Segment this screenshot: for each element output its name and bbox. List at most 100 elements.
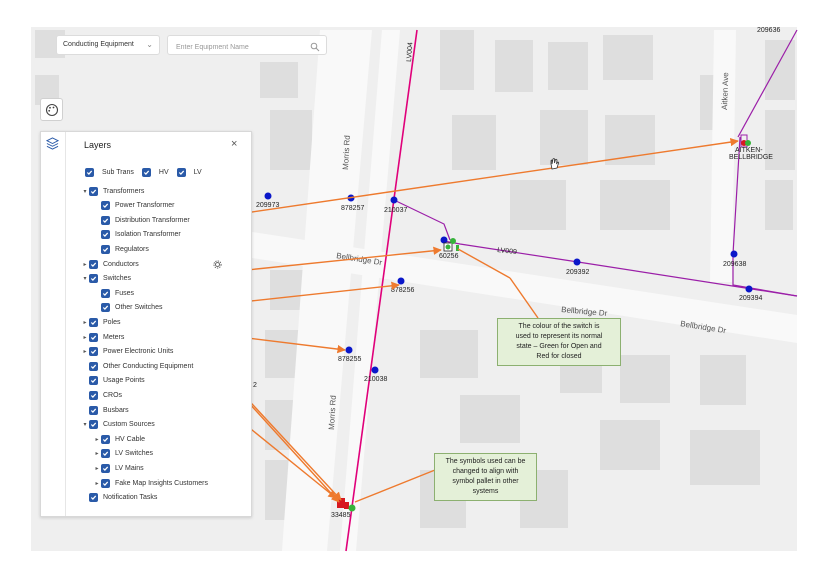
- quick-toggle-hv[interactable]: HV: [141, 168, 169, 177]
- street-label-morris-south: Morris Rd: [327, 395, 338, 430]
- checkbox[interactable]: [141, 168, 151, 177]
- checkbox[interactable]: [101, 244, 110, 254]
- switch-symbol-60256[interactable]: [443, 238, 459, 252]
- layer-item-poles[interactable]: ▸Poles: [81, 315, 121, 329]
- leader-symbols-note: [354, 469, 436, 503]
- leader-switch-note: [509, 277, 539, 319]
- checkbox[interactable]: [89, 274, 98, 284]
- switch-symbol-33485[interactable]: [337, 498, 356, 512]
- chevron-right-icon[interactable]: ▸: [95, 480, 99, 487]
- chevron-right-icon[interactable]: ▸: [95, 451, 99, 458]
- layer-item-label: Fuses: [115, 289, 135, 297]
- checkbox[interactable]: [89, 259, 98, 269]
- checkbox[interactable]: [101, 463, 110, 473]
- checkbox[interactable]: [101, 434, 110, 444]
- node-210038[interactable]: [371, 366, 379, 374]
- layer-item-label: Fake Map Insights Customers: [115, 479, 208, 487]
- chevron-right-icon[interactable]: ▸: [83, 334, 87, 341]
- node-209392[interactable]: [573, 258, 581, 266]
- layer-item-lv-switches[interactable]: ▸LV Switches: [93, 447, 153, 461]
- equipment-search-input[interactable]: [168, 39, 314, 56]
- checkbox[interactable]: [176, 168, 186, 177]
- node-label-partial: 2: [253, 382, 257, 389]
- chevron-down-icon: ⌄: [146, 40, 153, 49]
- chevron-right-icon[interactable]: ▸: [95, 465, 99, 472]
- checkbox[interactable]: [89, 390, 98, 400]
- checkbox[interactable]: [89, 347, 98, 357]
- layer-item-other-conducting-equipment[interactable]: Other Conducting Equipment: [81, 359, 193, 373]
- layer-item-notification-tasks[interactable]: Notification Tasks: [81, 491, 157, 505]
- checkbox[interactable]: [101, 215, 110, 225]
- layer-item-power-electronic-units[interactable]: ▸Power Electronic Units: [81, 345, 173, 359]
- close-icon[interactable]: ×: [231, 138, 238, 150]
- layer-item-hv-cable[interactable]: ▸ HV Cable: [93, 432, 145, 446]
- checkbox[interactable]: [89, 376, 98, 386]
- gear-icon[interactable]: [213, 260, 222, 269]
- street-label-bellbridge-mid: Bellbridge Dr: [561, 305, 608, 318]
- node-878256[interactable]: [397, 277, 405, 285]
- equipment-search[interactable]: [167, 35, 327, 57]
- chevron-down-icon[interactable]: ▾: [83, 422, 87, 429]
- checkbox[interactable]: [89, 317, 98, 327]
- layer-item-conductors[interactable]: ▸ Conductors: [81, 257, 139, 271]
- layer-item-isolation-transformer[interactable]: Isolation Transformer: [93, 228, 181, 242]
- node-210037[interactable]: [390, 196, 398, 204]
- layer-item-other-switches[interactable]: Other Switches: [93, 301, 162, 315]
- checkbox[interactable]: [89, 361, 98, 371]
- lv-line-branch[interactable]: [393, 199, 451, 241]
- chevron-right-icon[interactable]: ▸: [83, 261, 87, 268]
- checkbox[interactable]: [89, 186, 98, 196]
- layer-item-meters[interactable]: ▸Meters: [81, 330, 124, 344]
- chevron-right-icon[interactable]: ▸: [95, 436, 99, 443]
- layer-item-power-transformer[interactable]: Power Transformer: [93, 199, 175, 213]
- checkbox[interactable]: [101, 449, 110, 459]
- checkbox[interactable]: [89, 420, 98, 430]
- layer-item-custom-sources[interactable]: ▾Custom Sources: [81, 418, 155, 432]
- palette-button[interactable]: [40, 98, 63, 121]
- equipment-type-value: Conducting Equipment: [63, 41, 134, 48]
- equipment-type-select[interactable]: Conducting Equipment ⌄: [56, 35, 160, 55]
- layer-item-label: Conductors: [103, 260, 139, 268]
- layer-item-switches[interactable]: ▾ Switches: [81, 272, 131, 286]
- quick-toggle-lv[interactable]: LV: [176, 168, 202, 177]
- quick-toggle-sub-trans[interactable]: Sub Trans: [85, 168, 134, 177]
- node-209638[interactable]: [730, 250, 738, 258]
- layer-item-label: Switches: [103, 275, 132, 283]
- node-60256-pole[interactable]: [440, 236, 448, 244]
- chevron-right-icon[interactable]: ▸: [83, 319, 87, 326]
- node-label-209392: 209392: [566, 269, 589, 276]
- layer-item-distribution-transformer[interactable]: Distribution Transformer: [93, 213, 190, 227]
- chevron-right-icon[interactable]: ▸: [83, 349, 87, 356]
- note-symbols-line-1: The symbols used can be: [445, 458, 526, 465]
- layer-item-fake-map-insights-customers[interactable]: ▸ Fake Map Insights Customers: [93, 476, 208, 490]
- node-209973[interactable]: [264, 192, 272, 200]
- node-209394[interactable]: [745, 285, 753, 293]
- checkbox[interactable]: [101, 288, 110, 298]
- node-878255[interactable]: [345, 346, 353, 354]
- layer-item-busbars[interactable]: Busbars: [81, 403, 129, 417]
- checkbox[interactable]: [89, 405, 98, 415]
- layer-item-transformers[interactable]: ▾Transformers: [81, 184, 144, 198]
- checkbox[interactable]: [89, 332, 98, 342]
- layer-item-cros[interactable]: CROs: [81, 388, 122, 402]
- checkbox[interactable]: [101, 478, 110, 488]
- checkbox[interactable]: [101, 303, 110, 313]
- layer-item-usage-points[interactable]: Usage Points: [81, 374, 145, 388]
- search-icon[interactable]: [310, 39, 320, 57]
- lv-line-aitken[interactable]: [732, 136, 798, 297]
- layer-item-lv-mains[interactable]: ▸LV Mains: [93, 461, 144, 475]
- checkbox[interactable]: [89, 493, 98, 503]
- lv-line-north[interactable]: [737, 29, 798, 138]
- transformer-symbol-aitken[interactable]: [741, 140, 751, 146]
- layers-icon[interactable]: [46, 137, 59, 150]
- checkbox[interactable]: [85, 168, 94, 177]
- chevron-down-icon[interactable]: ▾: [83, 276, 87, 283]
- layer-item-fuses[interactable]: Fuses: [93, 286, 134, 300]
- checkbox[interactable]: [101, 201, 110, 211]
- checkbox[interactable]: [101, 230, 110, 240]
- hv-line-lv004[interactable]: [345, 29, 418, 552]
- layer-item-label: HV Cable: [115, 435, 145, 443]
- chevron-down-icon[interactable]: ▾: [83, 188, 87, 195]
- layer-item-regulators[interactable]: Regulators: [93, 242, 149, 256]
